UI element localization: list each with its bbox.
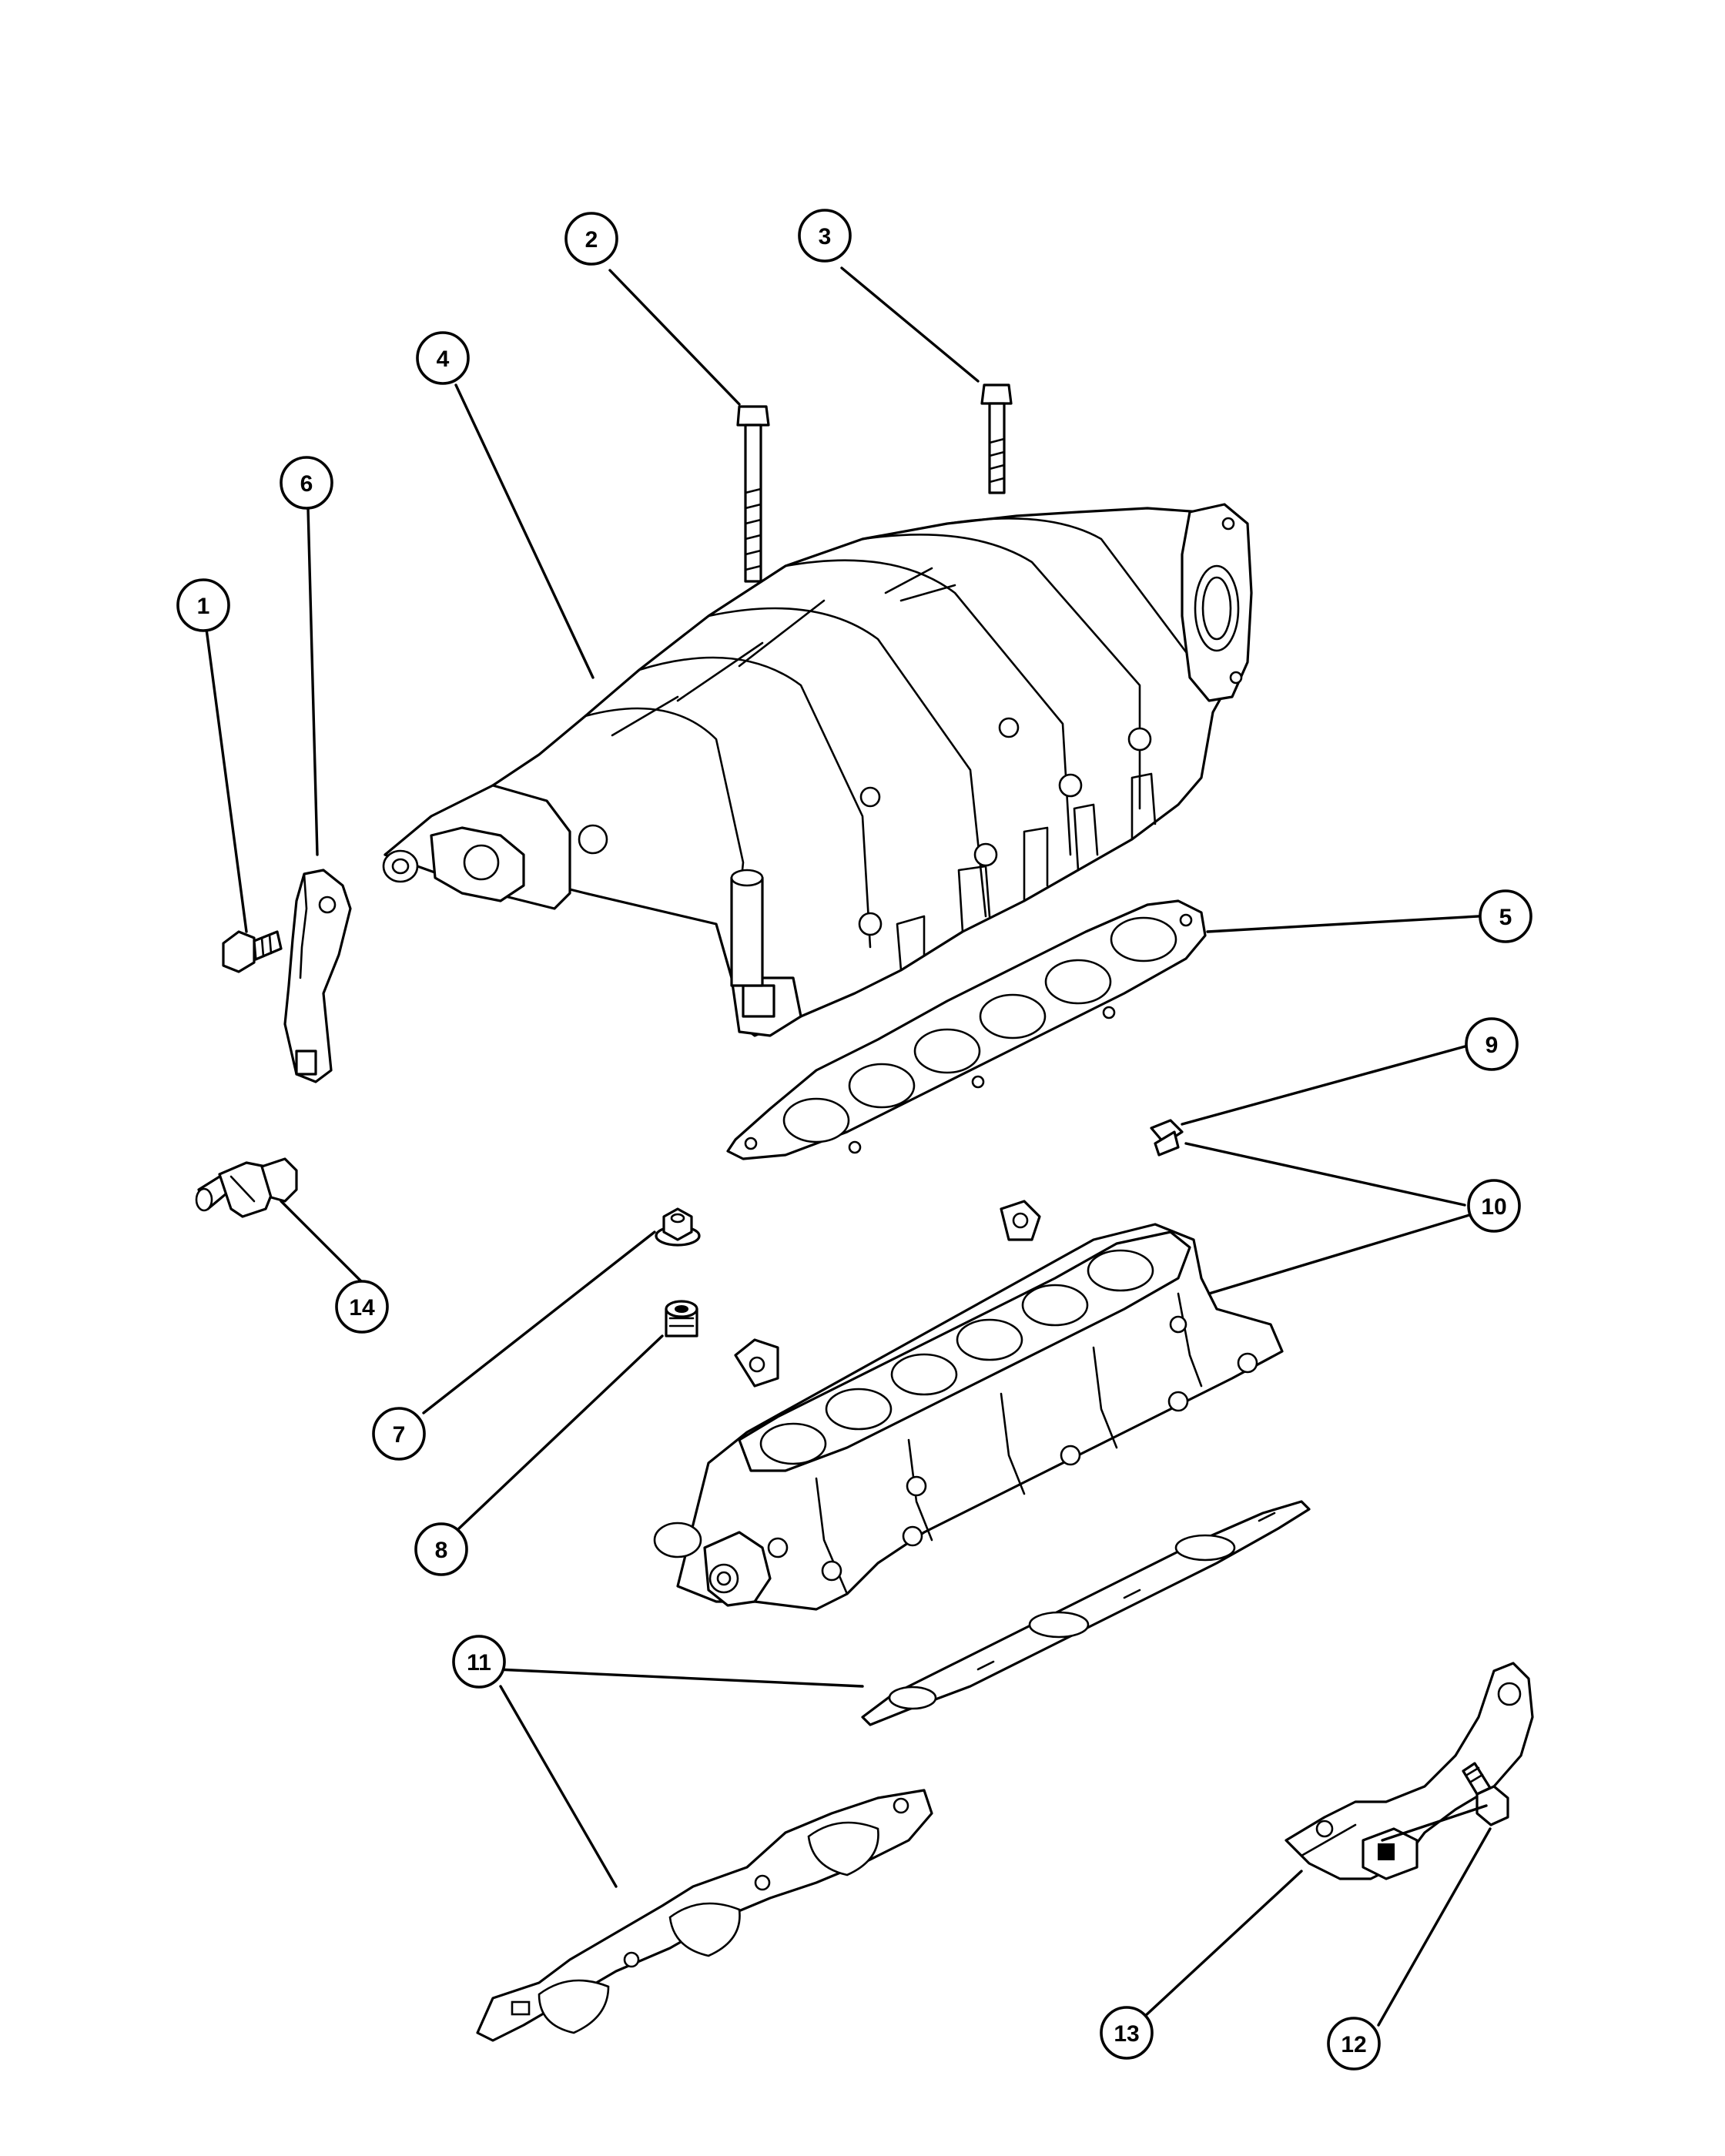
spacer-nut <box>665 1300 698 1337</box>
long-bolt-3 <box>980 383 1013 494</box>
bracket-bolt <box>1462 1762 1509 1826</box>
callout-1: 1 <box>176 578 230 632</box>
callout-9-label: 9 <box>1486 1033 1499 1058</box>
callout-3: 3 <box>798 209 852 263</box>
callout-4-label: 4 <box>437 346 450 372</box>
callout-11: 11 <box>452 1635 506 1689</box>
callout-1-label: 1 <box>197 594 210 619</box>
callout-5-label: 5 <box>1499 905 1512 930</box>
callout-10-label: 10 <box>1481 1194 1506 1220</box>
upper-intake-manifold <box>382 503 1253 1037</box>
callout-10: 10 <box>1467 1179 1521 1233</box>
sensor <box>195 1157 298 1218</box>
callout-11-label: 11 <box>467 1650 491 1676</box>
callout-14: 14 <box>335 1280 389 1334</box>
lower-manifold-gasket-left <box>476 1789 933 2042</box>
callout-8: 8 <box>414 1522 468 1576</box>
upper-manifold-gasket <box>726 899 1207 1160</box>
callout-6-label: 6 <box>300 471 313 497</box>
lower-manifold-gasket-right <box>861 1500 1311 1726</box>
callout-7: 7 <box>372 1407 426 1461</box>
callout-9: 9 <box>1465 1017 1519 1071</box>
lower-support-bracket <box>1285 1662 1534 1880</box>
callout-8-label: 8 <box>435 1538 448 1563</box>
callout-4: 4 <box>416 331 470 385</box>
callout-3-label: 3 <box>819 224 832 249</box>
callout-12-label: 12 <box>1341 2032 1366 2057</box>
callout-13: 13 <box>1100 2006 1154 2060</box>
bolt-1 <box>222 930 283 973</box>
callout-12: 12 <box>1327 2017 1381 2071</box>
leader-lines <box>205 266 1507 2027</box>
long-bolt-2 <box>736 405 770 583</box>
callout-2-label: 2 <box>585 227 598 253</box>
callout-5: 5 <box>1479 889 1532 943</box>
callout-13-label: 13 <box>1114 2021 1139 2047</box>
callout-2: 2 <box>564 212 618 266</box>
callout-14-label: 14 <box>349 1295 375 1321</box>
callout-6: 6 <box>280 456 333 510</box>
stud <box>1150 1119 1184 1157</box>
flange-nut <box>655 1207 701 1247</box>
support-bracket <box>283 869 352 1083</box>
callout-7-label: 7 <box>393 1422 406 1448</box>
lower-intake-manifold <box>653 1200 1284 1611</box>
